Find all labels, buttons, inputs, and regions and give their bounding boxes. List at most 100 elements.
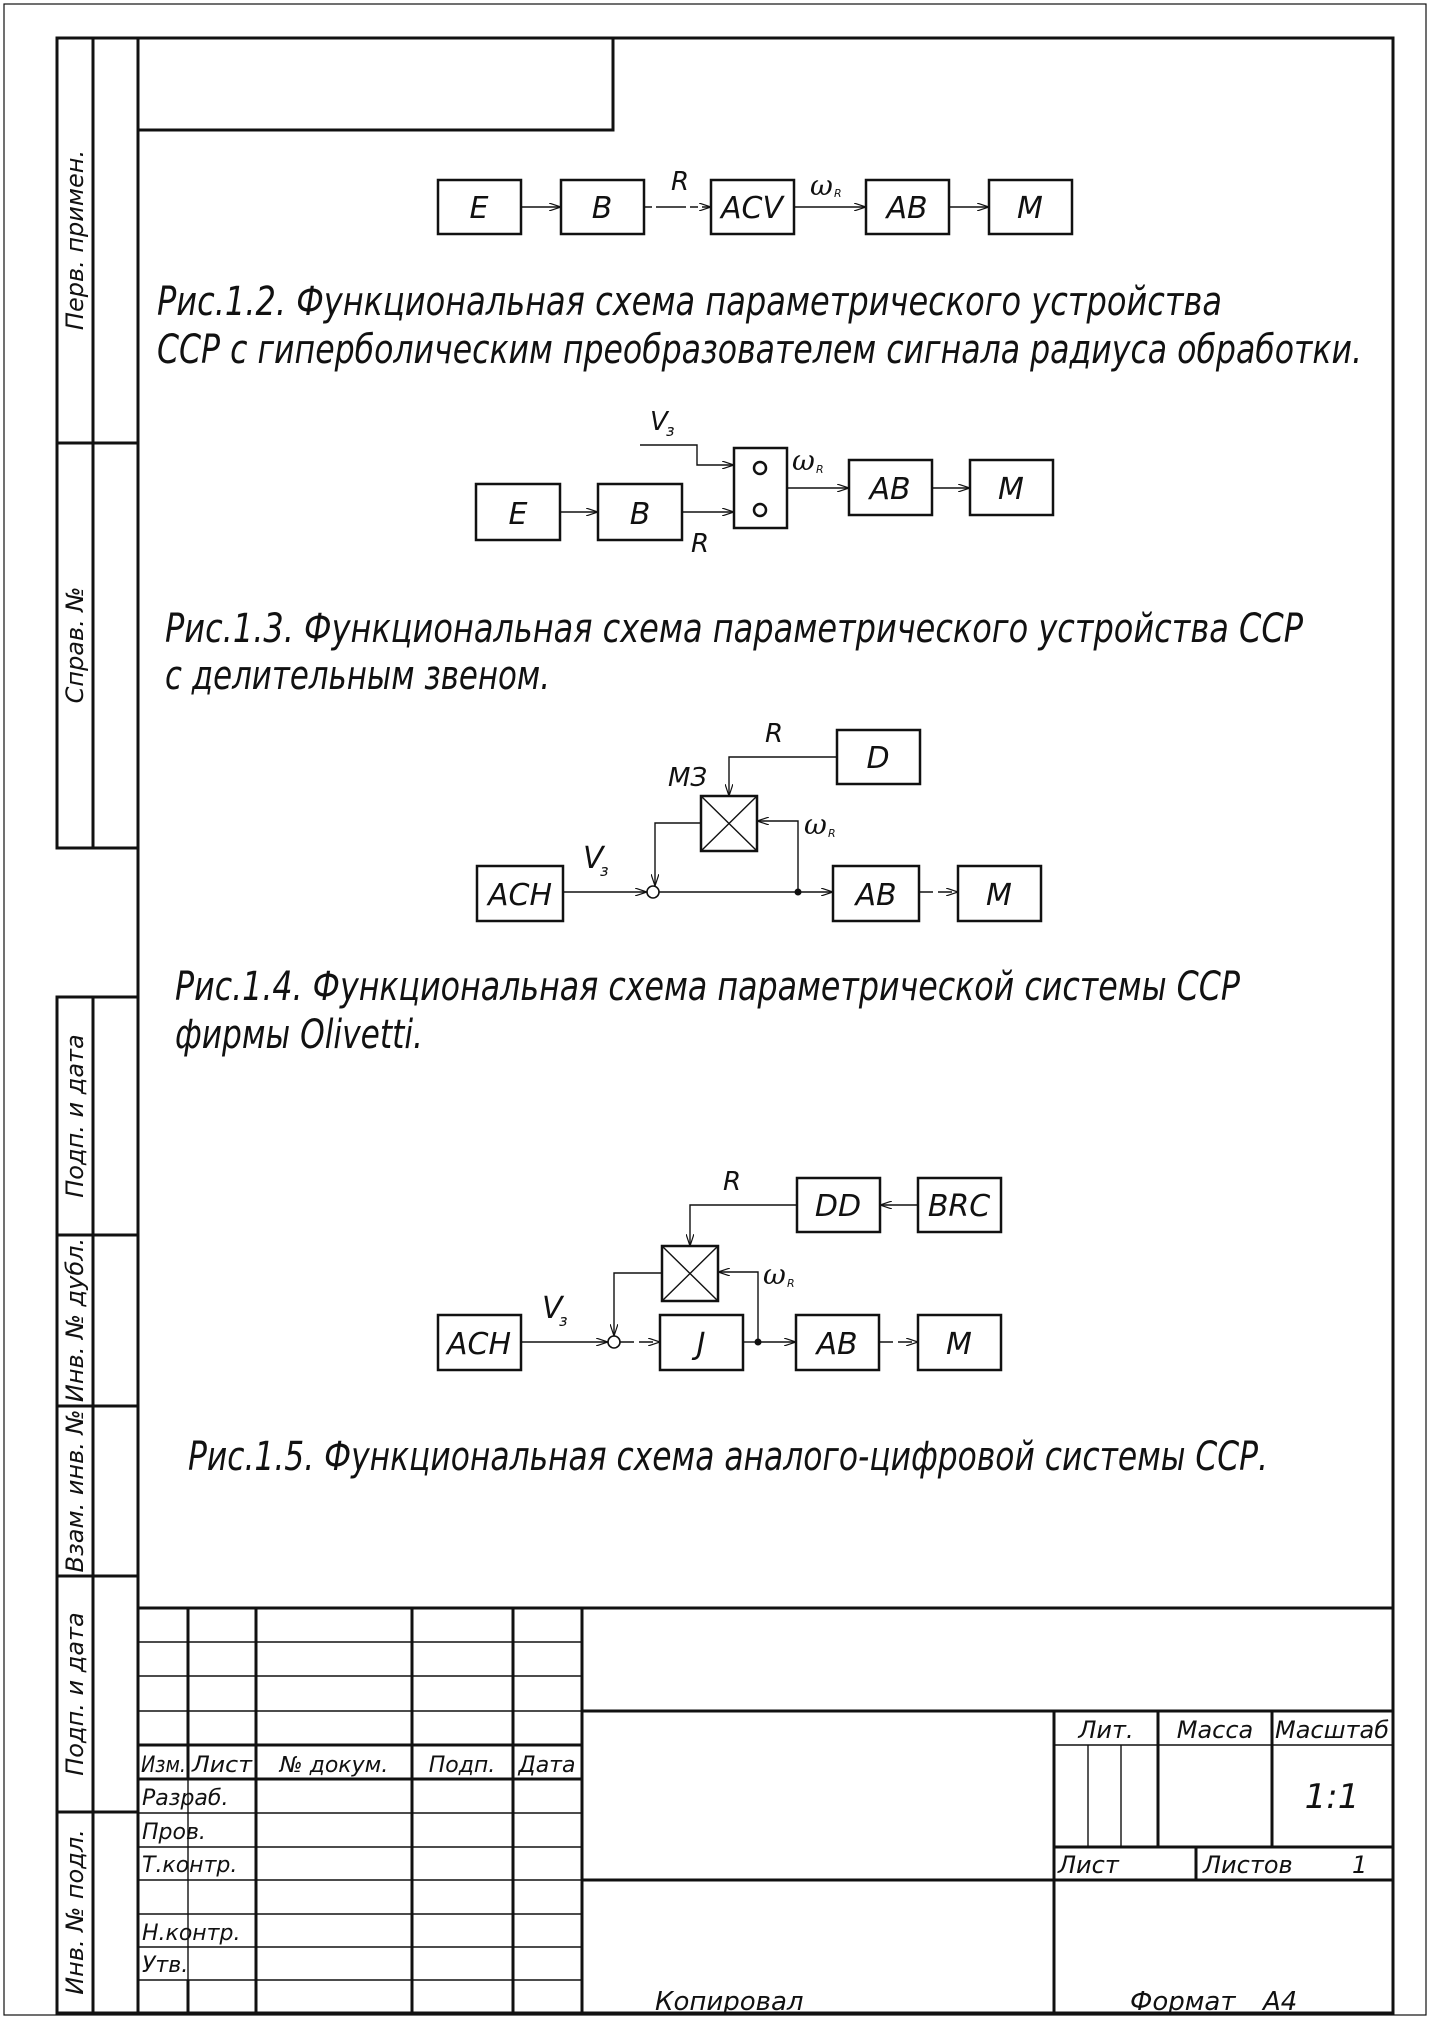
fig13-omega-subscript: R: [816, 463, 824, 476]
tb-listov: Листов: [1202, 1851, 1293, 1879]
fig14-signal-r: R: [765, 719, 783, 749]
side-label-vzam-inv: Взам. инв. №: [61, 1410, 89, 1573]
fig13-block-m-label: M: [998, 472, 1024, 507]
figure-1-3: E B AB M V з R ω R: [474, 407, 1055, 559]
fig14-block-m: M: [956, 864, 1043, 923]
tb-lit: Лит.: [1077, 1716, 1133, 1744]
tb-row-razrab: Разраб.: [142, 1786, 228, 1811]
fig13-v-subscript: з: [666, 421, 675, 440]
figure-1-2: E B ACV AB M R ω R: [436, 167, 1074, 236]
fig13-signal-v: V: [650, 407, 670, 437]
tb-header-izm: Изм.: [141, 1753, 186, 1778]
fig15-omega-subscript: R: [787, 1277, 795, 1290]
side-label-podp-data-lower: Подп. и дата: [61, 1612, 89, 1776]
fig15-block-m-label: M: [946, 1327, 972, 1362]
fig14-v-subscript: з: [600, 861, 609, 880]
fig15-connectors: [521, 1205, 918, 1342]
tb-listov-value: 1: [1352, 1851, 1367, 1879]
side-strip: [55, 36, 140, 2015]
fig13-block-b-label: B: [630, 497, 651, 532]
fig12-signal-omega: ω: [810, 169, 833, 202]
fig15-block-j-label: J: [692, 1327, 706, 1362]
footer-kopiroval: Копировал: [655, 1987, 804, 2017]
fig13-divider-dot-top: [752, 460, 768, 476]
fig15-block-dd-label: DD: [815, 1189, 861, 1224]
fig15-block-brc: BRC: [916, 1176, 1003, 1234]
fig15-multiplier-block: [660, 1244, 720, 1303]
fig14-summing-node: [646, 885, 660, 899]
tb-scale-value: 1:1: [1305, 1777, 1360, 1817]
fig15-v-subscript: з: [559, 1311, 568, 1330]
footer-format: Формат: [1130, 1987, 1236, 2017]
fig12-block-b: B: [559, 178, 646, 236]
tb-row-n-kontr: Н.контр.: [142, 1921, 240, 1946]
fig15-summing-node: [607, 1335, 621, 1349]
fig13-caption-line1: Рис.1.3. Функциональная схема параметрич…: [165, 606, 1304, 652]
fig13-block-b: B: [596, 482, 684, 542]
fig14-label-mz: МЗ: [668, 763, 707, 793]
fig14-block-ach-label: АСН: [486, 878, 552, 913]
fig12-block-m: M: [987, 178, 1074, 236]
fig12-omega-subscript: R: [834, 187, 842, 200]
fig14-multiplier-block: [699, 794, 759, 853]
fig14-block-d-label: D: [866, 741, 889, 776]
fig14-connectors: [563, 756, 958, 892]
fig12-block-acv: ACV: [709, 178, 796, 236]
fig14-block-m-label: M: [986, 878, 1012, 913]
fig13-signal-omega: ω: [792, 444, 815, 477]
side-label-inv-dubl: Инв. № дубл.: [61, 1238, 89, 1402]
fig14-block-ab-label: AB: [853, 878, 896, 913]
fig12-block-ab: AB: [864, 178, 951, 236]
tb-row-t-kontr: Т.контр.: [142, 1853, 237, 1878]
fig15-caption: Рис.1.5. Функциональная схема аналого-ци…: [188, 1434, 1268, 1480]
fig13-connectors: [560, 444, 970, 512]
tb-header-data: Дата: [518, 1753, 576, 1778]
side-label-podp-data-upper: Подп. и дата: [61, 1034, 89, 1198]
fig15-block-ab-label: AB: [814, 1327, 857, 1362]
fig15-signal-omega: ω: [763, 1258, 786, 1291]
side-label-inv-podl: Инв. № подл.: [61, 1829, 89, 1995]
figure-1-4: D АСН AB M R МЗ: [475, 719, 1043, 923]
fig14-signal-omega: ω: [804, 808, 827, 841]
tb-row-utv: Утв.: [142, 1953, 188, 1978]
tb-massa: Масса: [1177, 1716, 1254, 1744]
tb-list: Лист: [1057, 1851, 1120, 1879]
fig14-block-ach: АСН: [475, 864, 565, 923]
fig14-signal-v: V: [583, 841, 606, 876]
fig14-omega-subscript: R: [828, 827, 836, 840]
tb-header-list: Лист: [191, 1753, 253, 1778]
tb-row-prov: Пров.: [142, 1820, 206, 1845]
fig13-block-e: E: [474, 482, 562, 542]
fig13-block-m: M: [968, 458, 1055, 517]
fig12-signal-r: R: [671, 167, 689, 197]
fig13-block-e-label: E: [509, 497, 528, 532]
fig14-block-d: D: [835, 728, 922, 786]
fig15-block-m: M: [916, 1313, 1003, 1372]
fig13-caption-line2: с делительным звеном.: [165, 653, 550, 699]
fig13-divider-block: [732, 446, 789, 530]
footer-format-value: А4: [1261, 1987, 1297, 2017]
tb-header-no-dokum: № докум.: [279, 1753, 388, 1778]
title-block-grid: [138, 1606, 1393, 2013]
fig15-block-j: J: [658, 1313, 745, 1372]
figure-1-5: DD BRC АСН J AB M: [436, 1167, 1003, 1372]
tb-masshtab: Масштаб: [1275, 1716, 1389, 1744]
fig13-block-ab: AB: [847, 458, 934, 517]
side-label-perv-primen: Перв. примен.: [61, 150, 89, 330]
fig14-block-ab: AB: [831, 864, 921, 923]
fig13-signal-r: R: [691, 529, 709, 559]
fig14-caption-line1: Рис.1.4. Функциональная схема параметрич…: [175, 964, 1241, 1010]
fig15-signal-r: R: [723, 1167, 741, 1197]
fig15-signal-v: V: [542, 1291, 565, 1326]
fig12-block-ab-label: AB: [884, 191, 927, 226]
fig15-block-ach-label: АСН: [445, 1327, 511, 1362]
fig15-block-brc-label: BRC: [928, 1189, 990, 1224]
fig12-block-acv-label: ACV: [719, 191, 785, 226]
side-label-sprav-no: Справ. №: [61, 587, 89, 704]
tb-header-podp: Подп.: [429, 1753, 496, 1778]
fig15-block-ab: AB: [794, 1313, 881, 1372]
fig12-block-e-label: E: [470, 191, 489, 226]
fig14-caption-line2: фирмы Olivetti.: [175, 1012, 423, 1058]
fig12-block-m-label: M: [1017, 191, 1043, 226]
